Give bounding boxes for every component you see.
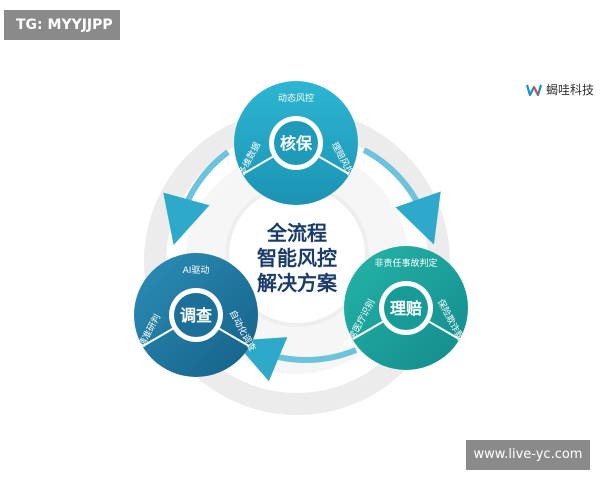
- node-top-core: [274, 121, 318, 165]
- brand-logo: 蝎哇科技: [526, 81, 594, 98]
- node-left: 调查 AI驱动 精准研判 自动化调查: [134, 253, 259, 377]
- node-left-core: [174, 293, 218, 337]
- arrow-top-to-left: [163, 149, 230, 246]
- arrow-top-to-right: [362, 147, 441, 245]
- watermark-bottom: www.live-yc.com: [466, 440, 590, 470]
- arrow-right-to-left: [233, 337, 358, 382]
- node-right-title: 理赔: [390, 299, 422, 318]
- node-right: 理赔 非责任事故判定 异常医疗识别 保险欺诈甄别: [341, 246, 471, 370]
- center-line-2: 智能风控: [257, 246, 337, 270]
- brand-name: 蝎哇科技: [546, 83, 595, 97]
- center-line-1: 全流程: [266, 221, 327, 245]
- node-top-title: 核保: [280, 134, 313, 153]
- node-left-title: 调查: [180, 306, 212, 325]
- node-left-seg-top: AI驱动: [183, 265, 210, 276]
- brand-w-icon: [526, 84, 542, 96]
- node-right-core: [384, 286, 428, 330]
- node-right-seg-top: 非责任事故判定: [374, 257, 437, 269]
- watermark-top: TG: MYYJJPP: [4, 10, 120, 40]
- center-line-3: 解决方案: [257, 271, 338, 295]
- node-top: 核保 动态风控 多维数据 理赔风控: [234, 81, 358, 205]
- cycle-arrows: [163, 147, 441, 382]
- node-top-seg-top: 动态风控: [278, 92, 314, 104]
